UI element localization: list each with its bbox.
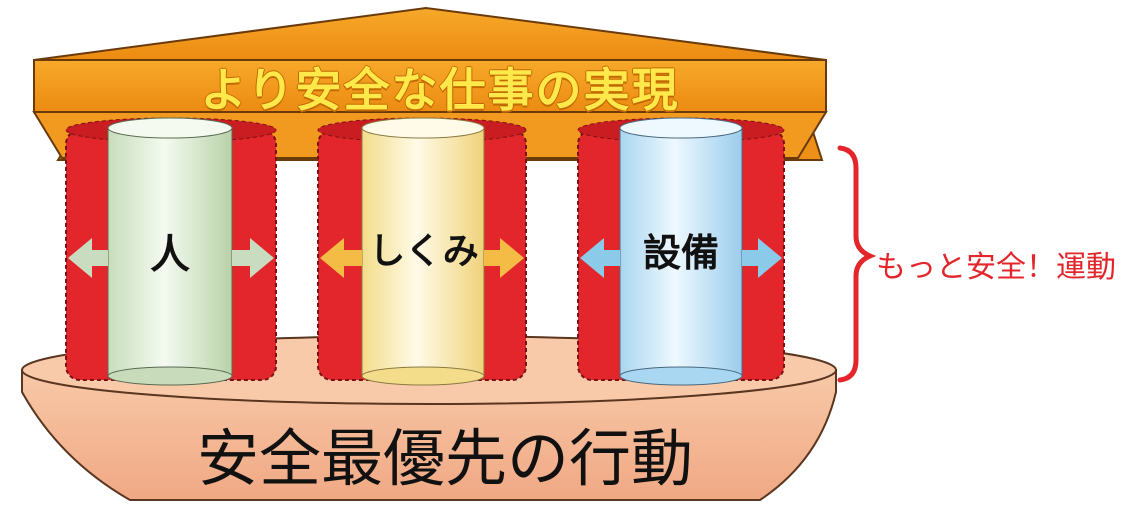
arrow-right-icon: [484, 238, 524, 278]
curly-brace-icon: [837, 145, 877, 383]
arrow-left-icon: [580, 238, 620, 278]
base-text: 安全最優先の行動: [196, 422, 693, 495]
arrow-right-icon: [742, 238, 782, 278]
arrow-right-icon: [232, 238, 274, 278]
pillar-person: [65, 117, 277, 386]
pillar-label-equipment: 設備: [642, 231, 719, 275]
pillar-label-person: 人: [150, 232, 190, 278]
pillar-equipment: [577, 117, 785, 386]
arrow-left-icon: [68, 238, 108, 278]
arrow-left-icon: [320, 238, 362, 278]
pillar-label-system: しくみ: [369, 231, 479, 272]
side-note: もっと安全！運動: [876, 250, 1116, 285]
pillar-system: [317, 117, 527, 386]
roof-title: より安全な仕事の実現: [200, 63, 680, 117]
